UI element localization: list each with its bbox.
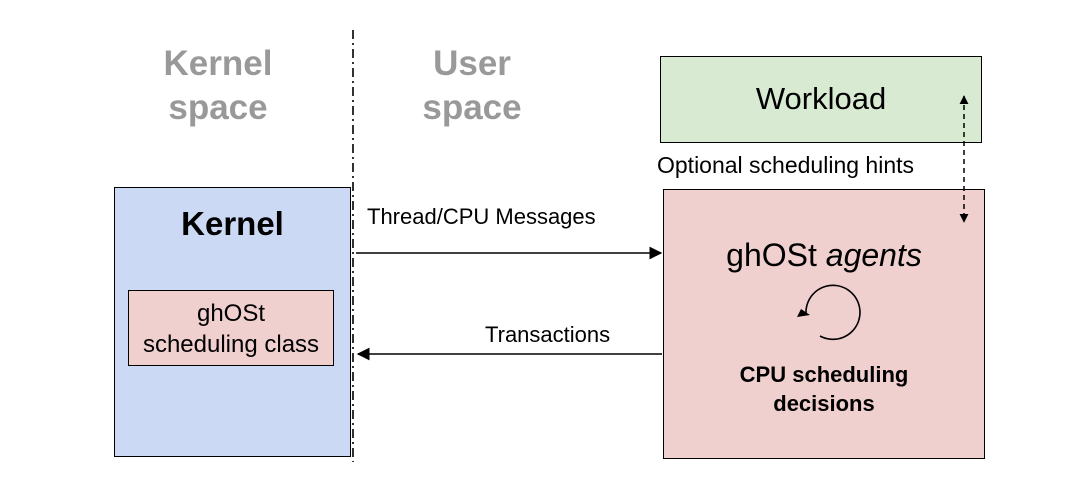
kernel-space-label-line1: Kernel [163, 44, 273, 83]
hints-label: Optional scheduling hints [657, 152, 914, 178]
agents-title-plain: ghOSt [726, 237, 817, 273]
kernel-space-label-line2: space [168, 88, 268, 127]
workload-label: Workload [755, 81, 887, 116]
decisions-label: CPU scheduling decisions [663, 360, 985, 418]
decisions-label-line2: decisions [773, 391, 875, 416]
messages-label: Thread/CPU Messages [367, 204, 596, 229]
agents-title-italic: agents [825, 237, 922, 273]
user-space-label-line2: space [422, 88, 522, 127]
agents-title: ghOSt agents [663, 237, 985, 274]
transactions-label: Transactions [485, 322, 611, 347]
sched-class-label-line2: scheduling class [142, 331, 320, 358]
sched-class-label-line1: ghOSt [196, 300, 266, 327]
user-space-label-line1: User [433, 44, 511, 83]
agents-box [663, 189, 985, 459]
kernel-space-label: Kernel space [118, 42, 318, 130]
workload-box [660, 56, 982, 143]
user-space-label: User space [372, 42, 572, 130]
sched-class-box [128, 290, 334, 366]
loop-icon [797, 284, 861, 341]
sched-class-label: ghOSt scheduling class [128, 298, 334, 360]
decisions-label-line1: CPU scheduling [739, 362, 909, 387]
kernel-title: Kernel [181, 205, 284, 242]
